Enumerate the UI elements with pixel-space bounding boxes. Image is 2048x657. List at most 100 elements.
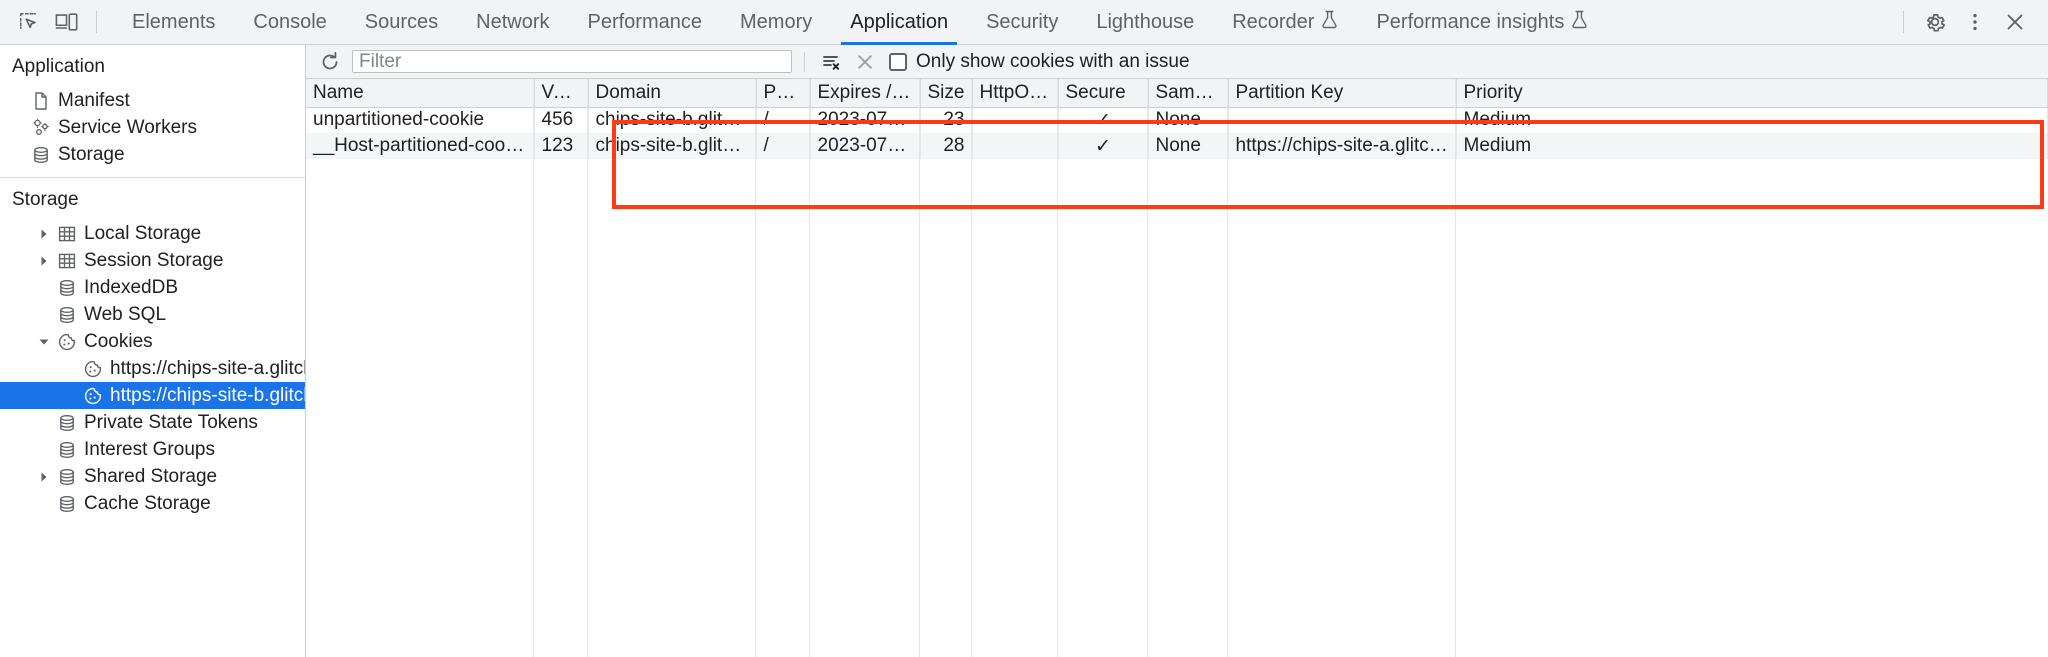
tab-memory[interactable]: Memory xyxy=(721,0,831,45)
sidebar-item-service-workers[interactable]: Service Workers xyxy=(0,114,305,141)
column-header-samesite[interactable]: SameSite xyxy=(1148,79,1229,108)
sidebar-item-label: https://chips-site-b.glitch.me xyxy=(110,384,305,406)
cell-httponly[interactable] xyxy=(972,133,1059,159)
cell-expires[interactable]: 2023-07-07… xyxy=(810,107,921,133)
column-header-expires[interactable]: Expires / M… xyxy=(810,79,921,108)
chevron-right-icon[interactable] xyxy=(34,228,54,240)
only-issues-checkbox-row[interactable]: Only show cookies with an issue xyxy=(889,51,1190,73)
filter-input[interactable]: Filter xyxy=(352,50,792,73)
grid-column-samesite xyxy=(1148,79,1228,657)
sidebar-item-interest-groups[interactable]: Interest Groups xyxy=(0,436,305,463)
cell-samesite[interactable]: None xyxy=(1148,107,1229,133)
gear-icon[interactable] xyxy=(1916,5,1954,39)
tab-sources[interactable]: Sources xyxy=(346,0,457,45)
cell-value[interactable]: 456 xyxy=(534,107,589,133)
tab-performance-insights[interactable]: Performance insights xyxy=(1357,0,1607,45)
column-header-path[interactable]: Path xyxy=(756,79,811,108)
experiment-flask-icon xyxy=(1571,10,1588,35)
only-issues-label: Only show cookies with an issue xyxy=(916,50,1190,72)
column-header-name[interactable]: Name xyxy=(306,79,535,108)
column-header-domain[interactable]: Domain xyxy=(588,79,757,108)
cell-partitionkey[interactable] xyxy=(1228,107,1457,133)
sidebar-item-session-storage[interactable]: Session Storage xyxy=(0,247,305,274)
sidebar-item-manifest[interactable]: Manifest xyxy=(0,87,305,114)
sidebar-item-cache-storage[interactable]: Cache Storage xyxy=(0,490,305,517)
cell-priority[interactable]: Medium xyxy=(1456,133,2048,159)
column-header-httponly[interactable]: HttpOnly xyxy=(972,79,1059,108)
cell-value[interactable]: 123 xyxy=(534,133,589,159)
sidebar-item-label: Interest Groups xyxy=(84,438,215,460)
sidebar-item-storage[interactable]: Storage xyxy=(0,141,305,168)
cell-partitionkey[interactable]: https://chips-site-a.glitch.me xyxy=(1228,133,1457,159)
tab-label: Recorder xyxy=(1232,10,1315,33)
tab-lighthouse[interactable]: Lighthouse xyxy=(1077,0,1213,45)
sidebar-item-web-sql[interactable]: Web SQL xyxy=(0,301,305,328)
cell-domain[interactable]: chips-site-b.glitch.me xyxy=(588,133,757,159)
experiment-flask-icon xyxy=(1321,10,1338,35)
tab-recorder[interactable]: Recorder xyxy=(1213,0,1357,45)
cell-size[interactable]: 23 xyxy=(920,107,973,133)
tab-network[interactable]: Network xyxy=(457,0,568,45)
sidebar-item-indexeddb[interactable]: IndexedDB xyxy=(0,274,305,301)
cell-domain[interactable]: chips-site-b.glitch.me xyxy=(588,107,757,133)
chevron-right-icon[interactable] xyxy=(34,255,54,267)
only-issues-checkbox[interactable] xyxy=(889,52,907,71)
column-header-secure[interactable]: Secure xyxy=(1058,79,1149,108)
more-vertical-icon[interactable] xyxy=(1956,5,1994,39)
cell-priority[interactable]: Medium xyxy=(1456,107,2048,133)
close-icon[interactable] xyxy=(1996,5,2034,39)
cell-httponly[interactable] xyxy=(972,107,1059,133)
table-icon xyxy=(54,224,80,244)
column-header-priority[interactable]: Priority xyxy=(1456,79,2048,108)
grid-column-expires xyxy=(810,79,920,657)
toolbar-divider xyxy=(96,11,97,33)
cell-samesite[interactable]: None xyxy=(1148,133,1229,159)
cell-name[interactable]: unpartitioned-cookie xyxy=(306,107,535,133)
column-header-value[interactable]: Value xyxy=(534,79,589,108)
tab-application[interactable]: Application xyxy=(831,0,967,45)
column-header-partitionkey[interactable]: Partition Key xyxy=(1228,79,1457,108)
cell-path[interactable]: / xyxy=(756,133,811,159)
sidebar-item-shared-storage[interactable]: Shared Storage xyxy=(0,463,305,490)
sidebar-item-label: IndexedDB xyxy=(84,276,179,298)
tab-performance[interactable]: Performance xyxy=(569,0,722,45)
sidebar-item-https-chips-site-b-glitch-me[interactable]: https://chips-site-b.glitch.me xyxy=(0,382,305,409)
sidebar-item-label: Service Workers xyxy=(58,116,198,138)
inspect-element-icon[interactable] xyxy=(10,5,48,39)
cell-path[interactable]: / xyxy=(756,107,811,133)
sidebar-item-private-state-tokens[interactable]: Private State Tokens xyxy=(0,409,305,436)
refresh-icon[interactable] xyxy=(316,49,344,75)
sidebar-item-cookies[interactable]: Cookies xyxy=(0,328,305,355)
tab-console[interactable]: Console xyxy=(234,0,345,45)
cell-size[interactable]: 28 xyxy=(920,133,973,159)
clear-button-icon[interactable] xyxy=(851,49,879,75)
sidebar-item-label: Web SQL xyxy=(84,303,167,325)
cookie-icon xyxy=(54,332,80,352)
cell-secure[interactable]: ✓ xyxy=(1058,133,1149,159)
toolbar-actions xyxy=(1893,5,2034,39)
tab-security[interactable]: Security xyxy=(967,0,1077,45)
tab-elements[interactable]: Elements xyxy=(113,0,234,45)
clear-filter-icon[interactable] xyxy=(817,49,845,75)
cell-name[interactable]: __Host-partitioned-cookie xyxy=(306,133,535,159)
filter-placeholder: Filter xyxy=(359,50,402,72)
chevron-right-icon[interactable] xyxy=(34,471,54,483)
sidebar-item-https-chips-site-a-glitch-me[interactable]: https://chips-site-a.glitch.me xyxy=(0,355,305,382)
sidebar-item-local-storage[interactable]: Local Storage xyxy=(0,220,305,247)
chevron-down-icon[interactable] xyxy=(34,337,54,347)
sidebar-item-label: Cache Storage xyxy=(84,492,211,514)
column-header-size[interactable]: Size xyxy=(920,79,973,108)
cell-secure[interactable]: ✓ xyxy=(1058,107,1149,133)
toolbar-divider-right xyxy=(1903,11,1904,33)
tab-label: Elements xyxy=(132,10,216,33)
device-toolbar-icon[interactable] xyxy=(48,5,86,39)
cell-expires[interactable]: 2023-07-07… xyxy=(810,133,921,159)
